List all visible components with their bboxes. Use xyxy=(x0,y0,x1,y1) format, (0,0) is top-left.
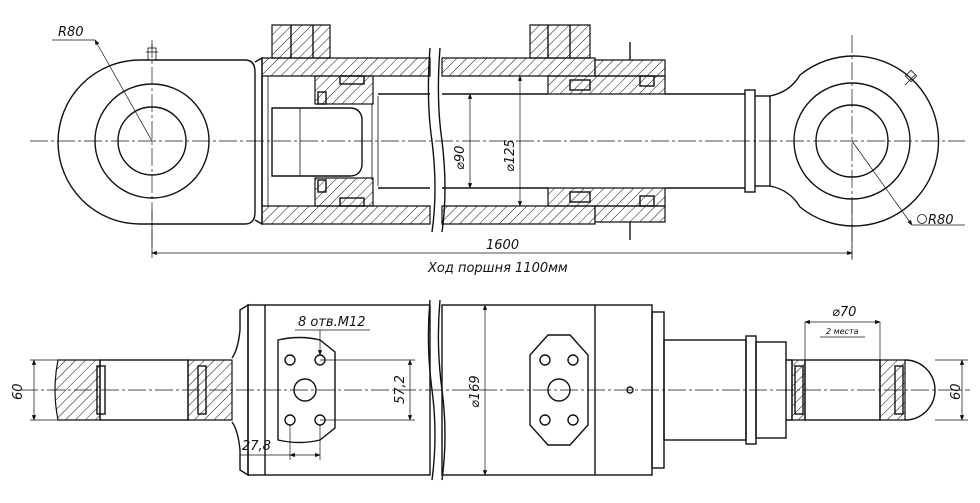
overall-length-label: 1600 xyxy=(486,238,519,253)
radius-right-label: R80 xyxy=(928,213,954,228)
radius-left-label: R80 xyxy=(58,25,84,40)
hole-offset-label: 27,8 xyxy=(242,439,271,454)
barrel-side xyxy=(247,299,665,481)
eye-width-right-label: 60 xyxy=(949,383,964,400)
piston-rod xyxy=(378,89,770,193)
piston-diameter-label: ⌀125 xyxy=(503,139,518,172)
left-eye xyxy=(57,40,256,255)
pin-diameter-label: ⌀70 xyxy=(832,305,856,320)
right-eye xyxy=(769,35,940,260)
stroke-label: Ход поршня 1100мм xyxy=(427,261,568,276)
holes-label: 8 отв.М12 xyxy=(298,315,365,330)
radius-circle-icon xyxy=(917,214,927,224)
right-eye-side xyxy=(791,359,936,421)
top-view: R80 R80 ⌀90 ⌀125 1600 Ход поршня 1100мм xyxy=(30,24,965,276)
barrel-diameter-label: ⌀169 xyxy=(468,375,483,408)
left-eye-side xyxy=(54,303,249,477)
hole-spacing-label: 57,2 xyxy=(393,375,408,404)
rod-diameter-label: ⌀90 xyxy=(453,146,468,170)
pin-note-label: 2 места xyxy=(826,327,859,336)
eye-width-left-label: 60 xyxy=(11,383,26,400)
top-dimensions xyxy=(52,39,965,258)
barrel-section-right xyxy=(441,24,666,240)
bottom-view: 60 60 8 отв.М12 57,2 27,8 ⌀169 ⌀70 2 мес… xyxy=(11,299,970,481)
barrel-section-left xyxy=(254,24,431,226)
rod-side xyxy=(663,335,793,445)
bottom-dimensions xyxy=(30,304,968,476)
right-port-flange xyxy=(529,334,589,446)
